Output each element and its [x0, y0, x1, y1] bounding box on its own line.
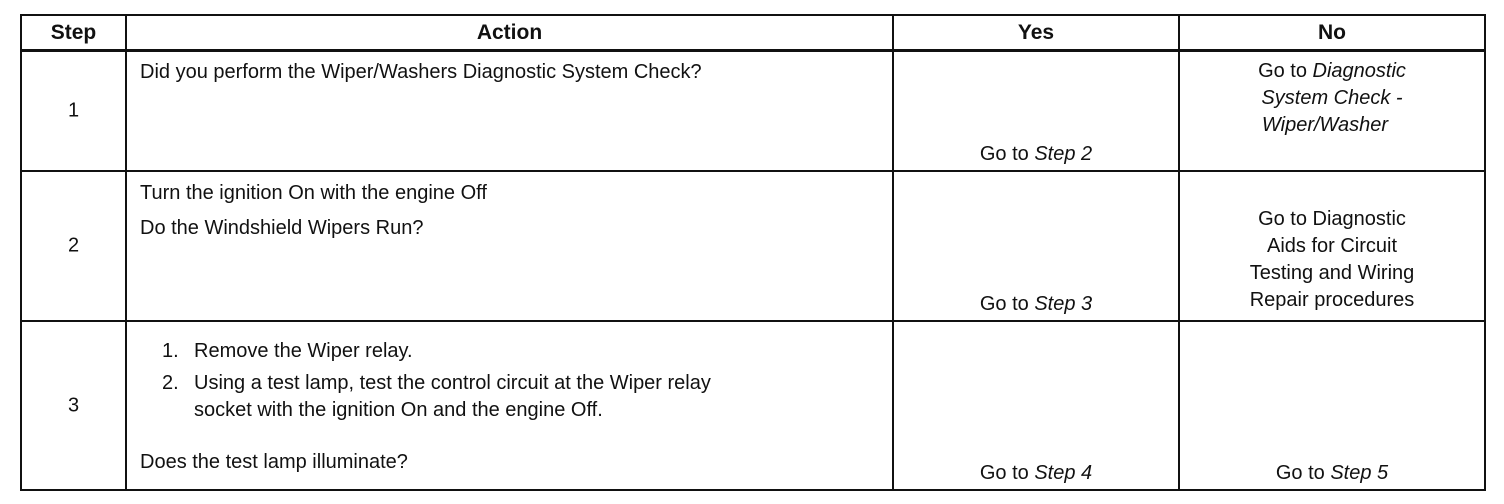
- step-number: 3: [67, 394, 80, 416]
- yes-step-link[interactable]: Step 2: [1034, 143, 1093, 165]
- table-row: 3 1. Remove the Wiper relay. 2. Using a …: [22, 322, 1484, 489]
- step-number: 2: [67, 234, 80, 257]
- list-item: 2. Using a test lamp, test the control c…: [140, 370, 711, 424]
- list-item-text: Using a test lamp, test the control circ…: [194, 372, 711, 394]
- yes-text: Go to Step 2: [894, 143, 1178, 166]
- diagnostic-table: Step Action Yes No 1 Did you perform the…: [20, 14, 1486, 491]
- no-link[interactable]: System Check -: [1261, 87, 1403, 109]
- yes-cell: Go to Step 2: [892, 52, 1178, 170]
- action-question: Does the test lamp illuminate?: [140, 451, 408, 473]
- no-line: Aids for Circuit: [1266, 235, 1398, 257]
- no-cell: Go to Step 5: [1178, 322, 1484, 489]
- action-steps-list: 1. Remove the Wiper relay. 2. Using a te…: [140, 338, 711, 424]
- no-text: Go to Diagnostic System Check - Wiper/Wa…: [1180, 58, 1484, 139]
- header-step: Step: [50, 21, 97, 44]
- no-line: Testing and Wiring: [1249, 262, 1415, 284]
- yes-prefix: Go to: [979, 293, 1035, 315]
- header-no: No: [1178, 16, 1484, 49]
- no-cell: Go to Diagnostic Aids for Circuit Testin…: [1178, 172, 1484, 320]
- list-item: 1. Remove the Wiper relay.: [140, 338, 711, 365]
- no-line: Repair procedures: [1249, 289, 1415, 311]
- yes-cell: Go to Step 3: [892, 172, 1178, 320]
- action-cell: Turn the ignition On with the engine Off…: [125, 172, 892, 320]
- no-cell: Go to Diagnostic System Check - Wiper/Wa…: [1178, 52, 1484, 170]
- step-cell: 3: [22, 322, 125, 489]
- table-row: 1 Did you perform the Wiper/Washers Diag…: [22, 52, 1484, 172]
- yes-step-link[interactable]: Step 4: [1034, 462, 1093, 484]
- yes-step-link[interactable]: Step 3: [1034, 293, 1093, 315]
- list-item-number: 2.: [162, 372, 179, 394]
- yes-prefix: Go to: [979, 462, 1035, 484]
- yes-text: Go to Step 4: [894, 462, 1178, 485]
- action-cell: 1. Remove the Wiper relay. 2. Using a te…: [125, 322, 892, 489]
- action-text: Did you perform the Wiper/Washers Diagno…: [140, 61, 702, 83]
- no-step-link[interactable]: Step 5: [1330, 462, 1389, 484]
- no-link[interactable]: Wiper/Washer: [1261, 114, 1389, 136]
- no-line: Go to Diagnostic: [1258, 208, 1406, 230]
- table-row: 2 Turn the ignition On with the engine O…: [22, 172, 1484, 322]
- action-text: Do the Windshield Wipers Run?: [140, 217, 424, 239]
- header-yes: Yes: [892, 16, 1178, 49]
- yes-cell: Go to Step 4: [892, 322, 1178, 489]
- yes-prefix: Go to: [979, 143, 1035, 165]
- step-number: 1: [67, 99, 80, 122]
- yes-text: Go to Step 3: [894, 293, 1178, 316]
- no-text: Go to Step 5: [1180, 462, 1484, 485]
- no-line: Go to: [1258, 60, 1313, 82]
- no-text: Go to Diagnostic Aids for Circuit Testin…: [1180, 206, 1484, 314]
- action-cell: Did you perform the Wiper/Washers Diagno…: [125, 52, 892, 170]
- table-header-row: Step Action Yes No: [22, 16, 1484, 52]
- no-prefix: Go to: [1275, 462, 1331, 484]
- step-cell: 1: [22, 52, 125, 170]
- action-text: Turn the ignition On with the engine Off: [140, 182, 487, 204]
- header-action: Action: [125, 16, 892, 49]
- list-item-text: socket with the ignition On and the engi…: [194, 399, 603, 421]
- no-link[interactable]: Diagnostic: [1312, 60, 1406, 82]
- list-item-text: Remove the Wiper relay.: [194, 340, 413, 362]
- list-item-number: 1.: [162, 340, 179, 362]
- step-cell: 2: [22, 172, 125, 320]
